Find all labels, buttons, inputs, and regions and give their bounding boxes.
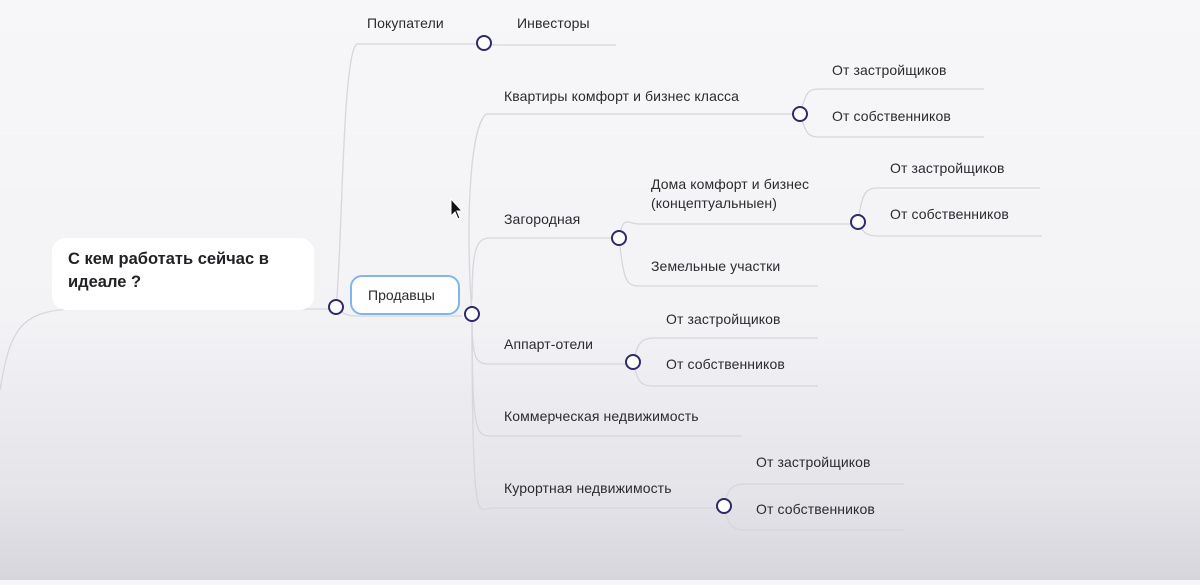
node-sellers-selected[interactable]: Продавцы — [350, 275, 460, 315]
aparthotels-collapse-knob[interactable] — [625, 354, 641, 370]
node-resort[interactable]: Курортная недвижимость — [504, 480, 672, 496]
root-topic[interactable]: С кем работать сейчас в идеале ? — [52, 238, 314, 310]
node-buyers[interactable]: Покупатели — [367, 15, 444, 31]
node-investors[interactable]: Инвесторы — [517, 15, 590, 31]
resort-collapse-knob[interactable] — [716, 498, 732, 514]
node-resort-developers[interactable]: От застройщиков — [756, 454, 871, 470]
node-sellers-label: Продавцы — [368, 287, 435, 303]
mouse-pointer-icon — [450, 198, 464, 220]
root-topic-label: С кем работать сейчас в идеале ? — [68, 250, 269, 291]
node-commercial[interactable]: Коммерческая недвижимость — [504, 408, 699, 424]
node-aparthotels-developers[interactable]: От застройщиков — [666, 311, 781, 327]
node-houses[interactable]: Дома комфорт и бизнес (концептуальныен) — [651, 176, 810, 211]
buyers-collapse-knob[interactable] — [476, 35, 492, 51]
node-suburban[interactable]: Загородная — [504, 211, 581, 227]
sellers-collapse-knob[interactable] — [464, 306, 480, 322]
node-aparthotels[interactable]: Аппарт-отели — [504, 336, 594, 352]
node-apartments[interactable]: Квартиры комфорт и бизнес класса — [504, 88, 740, 104]
houses-collapse-knob[interactable] — [850, 214, 866, 230]
node-resort-owners[interactable]: От собственников — [756, 501, 875, 517]
node-houses-developers[interactable]: От застройщиков — [890, 160, 1005, 176]
root-collapse-knob[interactable] — [328, 299, 344, 315]
node-houses-owners[interactable]: От собственников — [890, 206, 1009, 222]
suburban-collapse-knob[interactable] — [611, 230, 627, 246]
apartments-collapse-knob[interactable] — [792, 106, 808, 122]
node-land[interactable]: Земельные участки — [651, 258, 781, 274]
node-apartments-owners[interactable]: От собственников — [832, 108, 951, 124]
node-aparthotels-owners[interactable]: От собственников — [666, 356, 785, 372]
node-apartments-developers[interactable]: От застройщиков — [832, 62, 947, 78]
